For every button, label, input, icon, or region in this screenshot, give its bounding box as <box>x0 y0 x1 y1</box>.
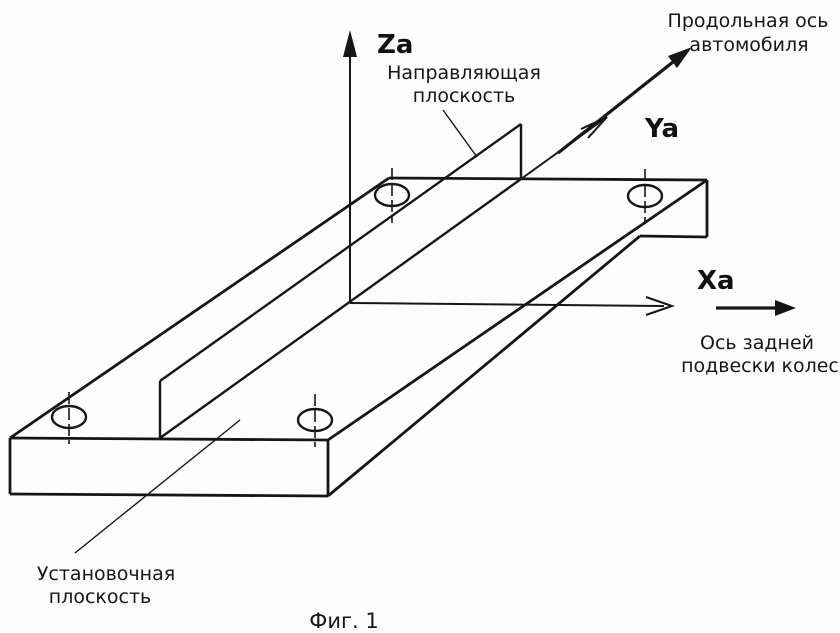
figure-caption: Фиг. 1 <box>309 609 378 633</box>
reference-arrows <box>557 47 796 316</box>
plate-bottom-long-edge <box>327 234 641 498</box>
za-axis-arrowhead-icon <box>343 30 357 57</box>
figure-text: Za Ya Xa Продольная ось автомобиля Напра… <box>37 10 839 633</box>
mounting-hole-back-right <box>626 169 664 224</box>
xa-axis-line <box>349 302 665 307</box>
hole-ellipse <box>296 407 334 433</box>
mounting-plane-label-line1: Установочная <box>37 563 175 585</box>
hole-ellipse <box>626 183 664 209</box>
rear-axle-label-line2: подвески колес <box>681 355 839 377</box>
za-axis-label: Za <box>377 30 413 60</box>
plate-front-long-edge <box>327 178 708 442</box>
rear-axle-label-line1: Ось задней <box>700 332 814 354</box>
longitudinal-axis-label-line1: Продольная ось <box>668 10 829 32</box>
guiding-plane-bottom-edge <box>159 178 522 439</box>
leader-lines <box>74 109 478 554</box>
ya-axis-arrowhead-icon <box>580 116 608 139</box>
xa-axis-arrowhead-icon <box>645 296 676 316</box>
guiding-plane-leader-line <box>442 109 478 158</box>
plate-back-long-edge <box>9 176 390 440</box>
rear-axle-arrowhead-icon <box>775 300 796 316</box>
plate-front-bottom-edge <box>9 492 329 498</box>
xa-axis-label: Xa <box>697 266 735 296</box>
plate-right-bottom-edge <box>639 234 708 239</box>
mounting-plane-label-line2: плоскость <box>49 586 151 608</box>
mounting-hole-front-mid <box>296 394 334 447</box>
mounting-holes <box>50 168 664 447</box>
guiding-plane-top-edge <box>159 123 522 382</box>
longitudinal-axis-label-line2: автомобиля <box>689 34 808 56</box>
longitudinal-axis-arrow-line <box>557 60 674 155</box>
guiding-plane-label-line1: Направляющая <box>387 62 541 84</box>
plate-left-end-top-edge <box>9 436 329 442</box>
base-plate <box>8 176 709 498</box>
longitudinal-axis-arrowhead-icon <box>668 47 692 68</box>
mounting-hole-back-left <box>373 168 411 223</box>
hole-ellipse <box>373 182 411 208</box>
mounting-plane-leader-line <box>74 419 241 554</box>
hole-ellipse <box>50 404 88 430</box>
guiding-plane-label-line2: плоскость <box>413 85 515 107</box>
ya-axis-label: Ya <box>644 114 679 144</box>
guiding-plane-shape <box>158 123 523 439</box>
mounting-hole-front-left <box>50 392 88 444</box>
plate-right-end-top-edge <box>388 176 708 182</box>
